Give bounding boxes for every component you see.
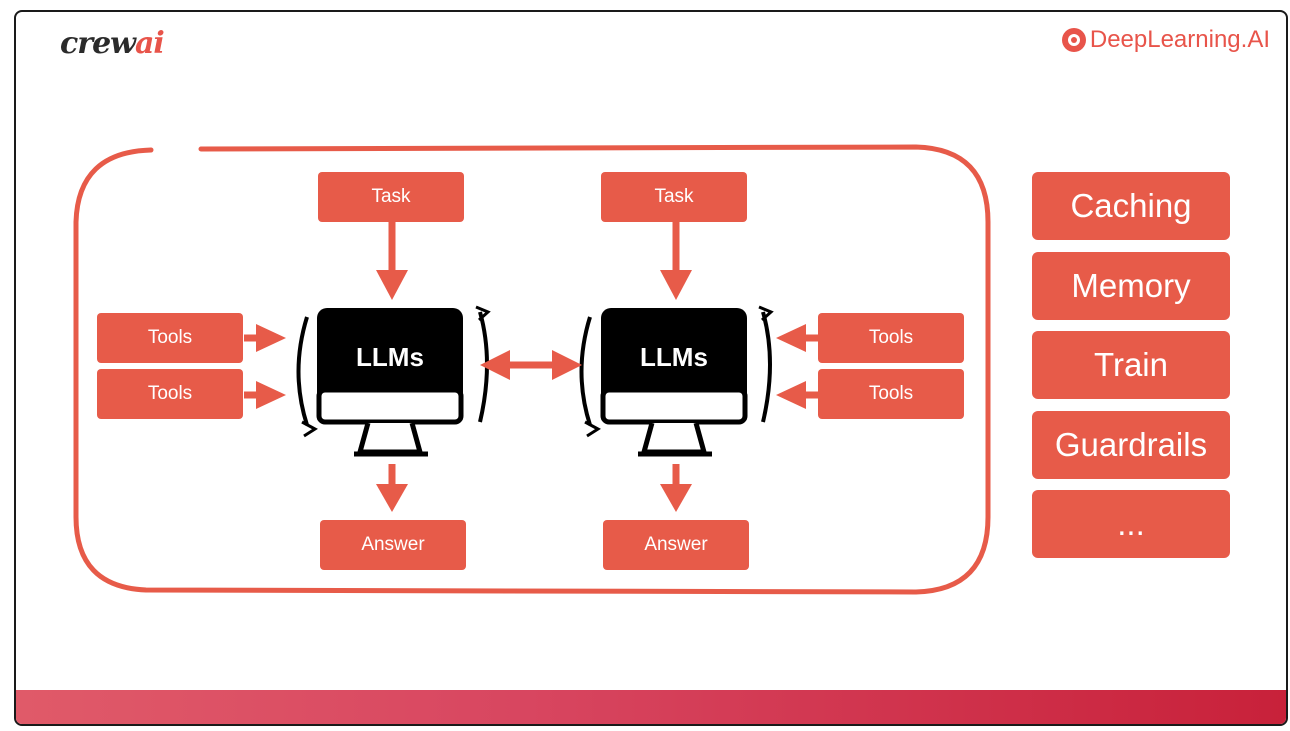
deeplearning-logo-text: DeepLearning.AI bbox=[1089, 26, 1270, 53]
left-task-box: Task bbox=[318, 172, 464, 222]
right-tools-box-2: Tools bbox=[818, 369, 964, 419]
slide-frame: crewai DeepLearning.AI bbox=[14, 10, 1288, 726]
feature-memory: Memory bbox=[1032, 252, 1230, 320]
right-tools-arrow-1 bbox=[776, 324, 818, 352]
crewai-logo: crewai bbox=[60, 26, 165, 61]
right-task-box: Task bbox=[601, 172, 747, 222]
left-llm-label: LLMs bbox=[356, 342, 424, 372]
left-monitor-icon bbox=[296, 305, 491, 457]
feature-more: ... bbox=[1032, 490, 1230, 558]
left-tools-arrow-2 bbox=[244, 381, 286, 409]
feature-guardrails: Guardrails bbox=[1032, 411, 1230, 479]
left-tools-arrow-1 bbox=[244, 324, 286, 352]
right-task-arrow bbox=[660, 222, 692, 300]
right-answer-box: Answer bbox=[603, 520, 749, 570]
left-task-arrow bbox=[376, 222, 408, 300]
crewai-logo-text: crew bbox=[60, 26, 136, 61]
footer-band bbox=[16, 690, 1286, 724]
feature-train: Train bbox=[1032, 331, 1230, 399]
left-tools-box-1: Tools bbox=[97, 313, 243, 363]
left-answer-box: Answer bbox=[320, 520, 466, 570]
crewai-logo-ai: ai bbox=[134, 26, 165, 61]
deeplearning-logo: DeepLearning.AI bbox=[1061, 26, 1270, 54]
right-llm-label: LLMs bbox=[640, 342, 708, 372]
right-tools-arrow-2 bbox=[776, 381, 818, 409]
right-monitor-icon bbox=[579, 305, 774, 457]
diagram-canvas bbox=[73, 144, 991, 595]
left-tools-box-2: Tools bbox=[97, 369, 243, 419]
deeplearning-mark-icon bbox=[1061, 28, 1086, 52]
right-tools-box-1: Tools bbox=[818, 313, 964, 363]
agent-container-border bbox=[73, 144, 991, 595]
left-answer-arrow bbox=[376, 464, 408, 512]
feature-caching: Caching bbox=[1032, 172, 1230, 240]
llm-communication-arrow bbox=[480, 350, 582, 380]
right-answer-arrow bbox=[660, 464, 692, 512]
